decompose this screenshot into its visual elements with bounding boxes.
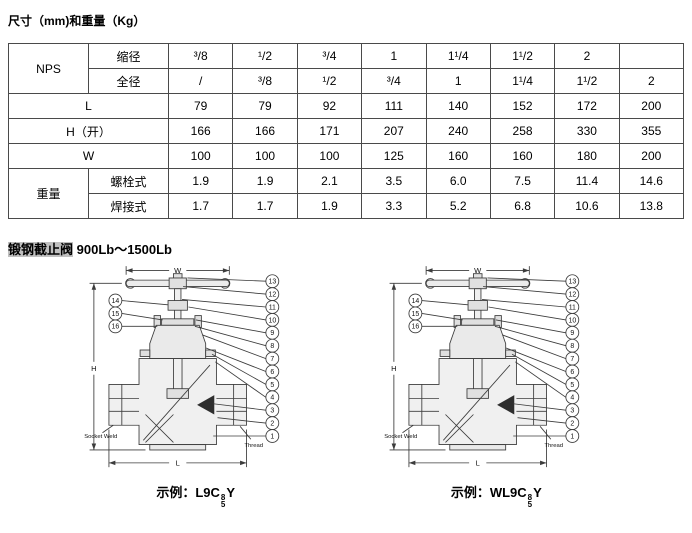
row-label-weight: 重量 bbox=[8, 168, 89, 219]
table-cell: 200 bbox=[618, 93, 685, 119]
table-row-bolted: 重量 螺栓式 1.9 1.9 2.1 3.5 6.0 7.5 11.4 14.6 bbox=[8, 168, 685, 219]
table-cell: ³/4 bbox=[361, 68, 427, 94]
row-label-welded: 焊接式 bbox=[88, 193, 169, 219]
table-cell: 100 bbox=[232, 143, 298, 169]
row-label-l: L bbox=[8, 93, 169, 119]
table-cell: 330 bbox=[554, 118, 620, 144]
table-cell: 14.6 bbox=[618, 168, 685, 194]
table-cell: 2 bbox=[554, 43, 620, 69]
caption-fraction-top: 8 bbox=[527, 493, 533, 502]
table-cell: 11.4 bbox=[554, 168, 620, 194]
caption-fraction-bottom: 5 bbox=[527, 499, 533, 509]
caption-fraction-bottom: 5 bbox=[220, 499, 226, 509]
table-row-l: L 79 79 92 111 140 152 172 200 bbox=[8, 93, 685, 119]
table-cell: 1¹/2 bbox=[554, 68, 620, 94]
table-cell: 152 bbox=[489, 93, 556, 119]
row-label-nps: NPS bbox=[8, 43, 89, 94]
row-label-h: H（开） bbox=[8, 118, 169, 144]
table-cell bbox=[618, 43, 685, 69]
table-cell: 2.1 bbox=[296, 168, 363, 194]
table-cell: 166 bbox=[232, 118, 298, 144]
table-row-welded: 焊接式 1.7 1.7 1.9 3.3 5.2 6.8 10.6 13.8 bbox=[9, 193, 685, 219]
caption-prefix: 示例：L9C bbox=[156, 485, 220, 500]
table-cell: 1 bbox=[361, 43, 427, 69]
table-cell: 92 bbox=[296, 93, 363, 119]
table-cell: 5.2 bbox=[425, 193, 491, 219]
valve-diagram-right bbox=[384, 265, 580, 468]
table-cell: 6.0 bbox=[425, 168, 491, 194]
table-cell: 180 bbox=[554, 143, 620, 169]
row-label-w: W bbox=[8, 143, 169, 169]
table-cell: 172 bbox=[554, 93, 620, 119]
caption-fraction-top: 8 bbox=[220, 493, 226, 502]
table-cell: 207 bbox=[361, 118, 427, 144]
row-label-reduced: 缩径 bbox=[88, 43, 169, 69]
row-label-full: 全径 bbox=[88, 68, 169, 94]
table-cell: 1.9 bbox=[167, 168, 234, 194]
table-cell: 111 bbox=[361, 93, 427, 119]
table-cell: 1¹/4 bbox=[489, 68, 556, 94]
table-row-reduced: NPS 缩径 ³/8 ¹/2 ³/4 1 1¹/4 1¹/2 2 bbox=[8, 43, 685, 94]
table-cell: 355 bbox=[618, 118, 685, 144]
page-title: 尺寸（mm)和重量（Kg） bbox=[8, 14, 146, 28]
table-cell: 200 bbox=[618, 143, 685, 169]
section-heading-highlight: 锻钢截止阀 bbox=[8, 242, 74, 257]
table-cell: / bbox=[167, 68, 234, 94]
valve-diagram-left bbox=[83, 265, 279, 468]
table-cell: 10.6 bbox=[554, 193, 620, 219]
table-cell: 1¹/2 bbox=[489, 43, 556, 69]
table-cell: ¹/2 bbox=[296, 68, 363, 94]
table-cell: 13.8 bbox=[618, 193, 685, 219]
table-cell: 7.5 bbox=[489, 168, 556, 194]
table-cell: 79 bbox=[167, 93, 234, 119]
table-cell: 1.7 bbox=[232, 193, 298, 219]
table-row-w: W 100 100 100 125 160 160 180 200 bbox=[8, 143, 685, 169]
table-cell: 2 bbox=[618, 68, 685, 94]
table-cell: 3.3 bbox=[361, 193, 427, 219]
table-cell: ³/4 bbox=[296, 43, 363, 69]
table-cell: 1¹/4 bbox=[425, 43, 491, 69]
section-heading-rest: 900Lb～1500Lb bbox=[73, 242, 173, 257]
dimensions-table: NPS 缩径 ³/8 ¹/2 ³/4 1 1¹/4 1¹/2 2 全径 / ³/… bbox=[8, 43, 685, 219]
table-row-full: 全径 / ³/8 ¹/2 ³/4 1 1¹/4 1¹/2 2 bbox=[9, 68, 685, 94]
table-cell: 1 bbox=[425, 68, 491, 94]
section-heading: 锻钢截止阀 900Lb～1500Lb bbox=[8, 239, 684, 258]
table-cell: 160 bbox=[425, 143, 491, 169]
table-cell: ³/8 bbox=[167, 43, 234, 69]
table-cell: 100 bbox=[296, 143, 363, 169]
table-cell: ¹/2 bbox=[232, 43, 298, 69]
table-cell: 258 bbox=[489, 118, 556, 144]
table-cell: 1.9 bbox=[296, 193, 363, 219]
table-cell: 79 bbox=[232, 93, 298, 119]
table-cell: ³/8 bbox=[232, 68, 298, 94]
table-cell: 1.7 bbox=[167, 193, 234, 219]
caption-suffix: Y bbox=[533, 485, 542, 500]
table-cell: 100 bbox=[167, 143, 234, 169]
caption-suffix: Y bbox=[226, 485, 235, 500]
table-cell: 6.8 bbox=[489, 193, 556, 219]
table-cell: 140 bbox=[425, 93, 491, 119]
caption-prefix: 示例：WL9C bbox=[450, 485, 527, 500]
table-cell: 240 bbox=[425, 118, 491, 144]
table-cell: 171 bbox=[296, 118, 363, 144]
row-label-bolted: 螺栓式 bbox=[88, 168, 169, 194]
table-cell: 160 bbox=[489, 143, 556, 169]
table-cell: 3.5 bbox=[361, 168, 427, 194]
table-cell: 125 bbox=[361, 143, 427, 169]
table-cell: 1.9 bbox=[232, 168, 298, 194]
table-row-h: H（开） 166 166 171 207 240 258 330 355 bbox=[8, 118, 685, 144]
table-cell: 166 bbox=[167, 118, 234, 144]
